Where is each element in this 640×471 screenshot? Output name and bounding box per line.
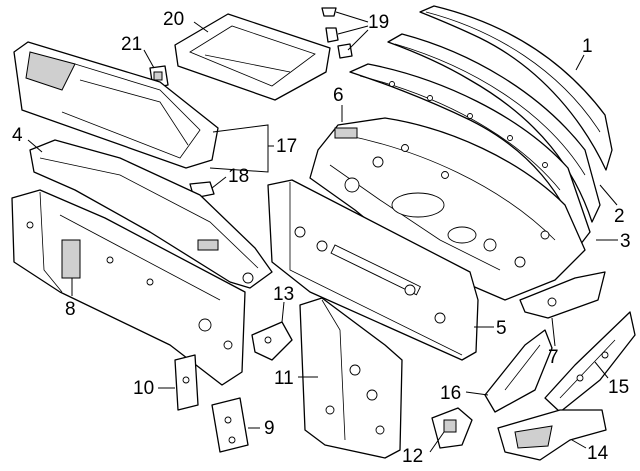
callout-5: 5 — [496, 318, 507, 339]
part-10-bracket — [174, 354, 199, 411]
callout-19: 19 — [368, 12, 389, 33]
part-7-bracket — [519, 271, 606, 319]
part-2-rail — [387, 33, 601, 223]
callout-11: 11 — [274, 368, 294, 389]
callout-labels: 1 2 3 4 5 6 7 8 9 10 11 12 13 14 15 16 1… — [12, 9, 631, 467]
callout-8: 8 — [65, 299, 76, 320]
part-19-clips — [321, 7, 353, 59]
callout-3: 3 — [620, 231, 631, 252]
callout-9: 9 — [264, 418, 275, 439]
part-8-rear-panel — [11, 189, 246, 386]
callout-14: 14 — [587, 443, 609, 464]
part-17-parcel-shelf — [13, 41, 219, 169]
part-4-cross-member — [29, 139, 273, 289]
callout-12: 12 — [402, 446, 423, 467]
callout-4: 4 — [12, 125, 23, 146]
part-20-tray — [174, 13, 331, 101]
part-14-housing — [497, 409, 607, 461]
part-11-side-panel — [299, 297, 403, 459]
callout-20: 20 — [163, 9, 184, 30]
leader-lines — [27, 11, 618, 453]
part-12-bracket — [431, 407, 473, 449]
callout-10: 10 — [133, 378, 154, 399]
callout-17: 17 — [276, 136, 297, 157]
callout-21: 21 — [121, 34, 142, 55]
part-16-bracket — [484, 329, 553, 413]
callout-7: 7 — [548, 347, 559, 368]
callout-15: 15 — [608, 377, 629, 398]
callout-18: 18 — [228, 166, 249, 187]
part-13-gusset — [251, 321, 293, 361]
callout-2: 2 — [614, 206, 625, 227]
callout-6: 6 — [333, 85, 344, 106]
callout-13: 13 — [273, 284, 294, 305]
callout-1: 1 — [582, 36, 593, 57]
part-9-bracket — [211, 397, 249, 453]
callout-16: 16 — [440, 383, 461, 404]
part-1-rail — [419, 5, 613, 171]
part-5-bulkhead — [267, 179, 479, 361]
